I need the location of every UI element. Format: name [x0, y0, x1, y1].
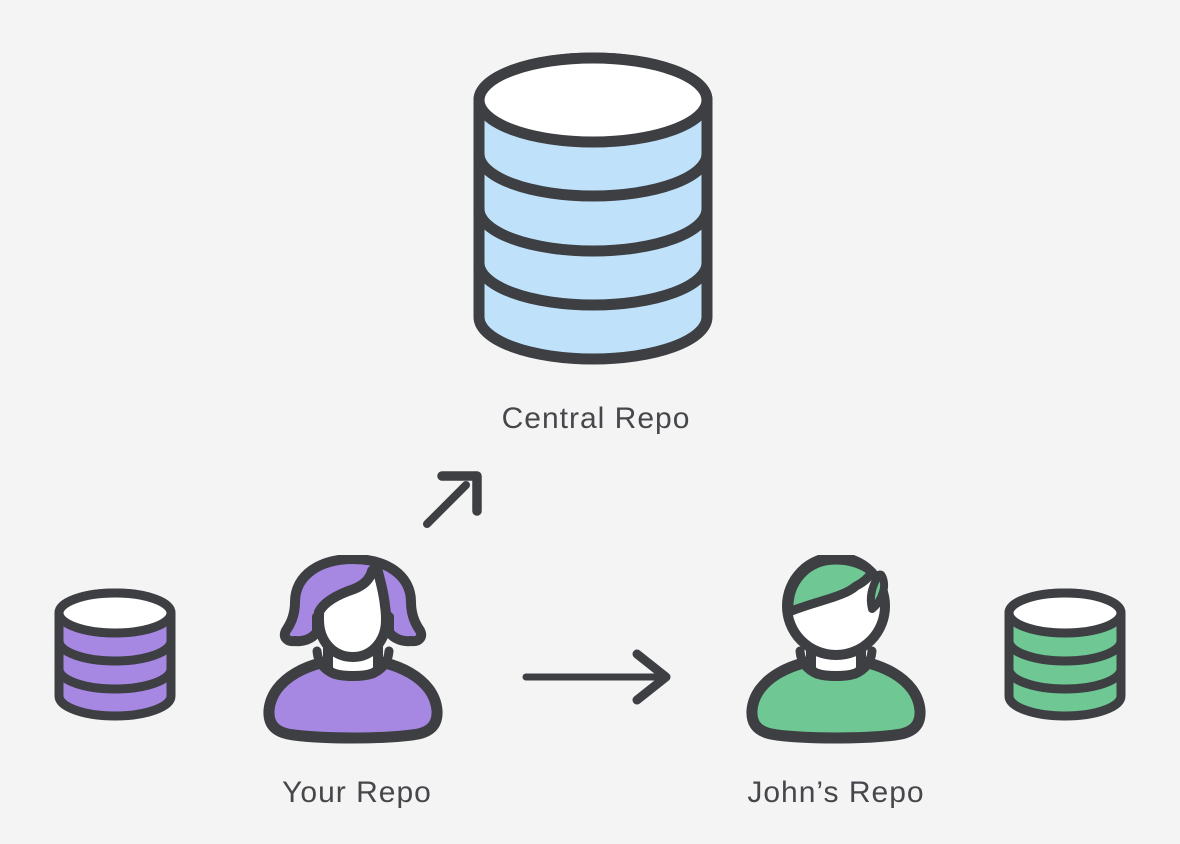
central-repo-label: Central Repo: [501, 402, 691, 435]
your-repo-database-icon: [54, 588, 176, 721]
central-repo-database-icon: [473, 52, 713, 365]
johns-repo-avatar-icon: [746, 555, 926, 744]
your-repo-to-central-arrow-icon: [423, 471, 482, 528]
johns-repo-label: John’s Repo: [747, 776, 925, 809]
your-repo-to-johns-arrow-icon: [522, 649, 671, 705]
your-repo-label: Your Repo: [282, 776, 432, 809]
your-repo-avatar-icon: [263, 555, 443, 744]
johns-repo-database-icon: [1004, 588, 1126, 721]
